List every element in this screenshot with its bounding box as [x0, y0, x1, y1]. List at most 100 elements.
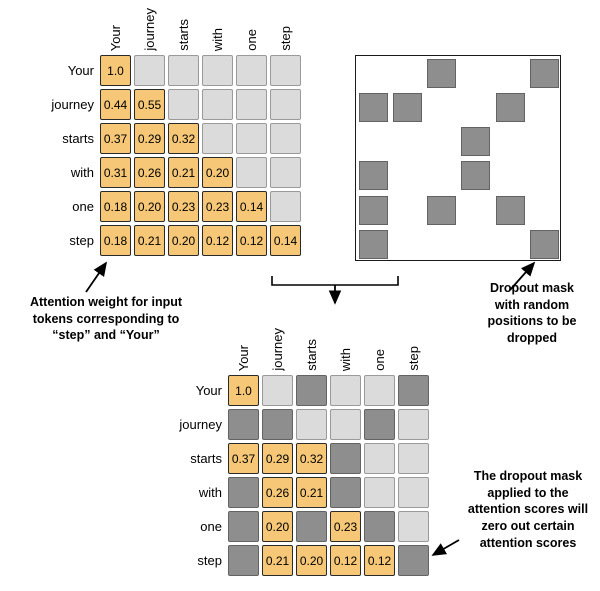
causal-masked-cell	[398, 477, 429, 508]
dropout-square	[358, 230, 388, 260]
column-token-label: journey	[270, 328, 285, 371]
causal-masked-cell	[168, 89, 199, 120]
attention-weight-cell: 0.20	[168, 225, 199, 256]
attention-weight-cell: 0.37	[100, 123, 131, 154]
attention-weight-cell: 0.14	[270, 225, 301, 256]
attention-weight-cell: 0.21	[134, 225, 165, 256]
attention-weight-cell: 0.21	[168, 157, 199, 188]
column-token-label: one	[244, 29, 259, 51]
attention-weight-cell: 0.20	[296, 545, 327, 576]
dropout-square	[427, 58, 457, 88]
row-token-label: step	[69, 233, 94, 248]
causal-masked-cell	[364, 443, 395, 474]
attention-weight-cell: 0.29	[262, 443, 293, 474]
dropped-cell	[228, 511, 259, 542]
dropout-square	[461, 161, 491, 191]
bracket-line	[271, 276, 399, 286]
causal-masked-cell	[364, 477, 395, 508]
attention-weight-cell: 0.12	[330, 545, 361, 576]
attention-weight-cell: 0.31	[100, 157, 131, 188]
dropped-cell	[262, 409, 293, 440]
applied-note-arrow	[431, 539, 460, 556]
dropout-square	[495, 92, 525, 122]
attention-weight-cell: 0.23	[330, 511, 361, 542]
dropout-square	[530, 58, 560, 88]
dropped-cell	[296, 375, 327, 406]
attention-weight-cell: 0.12	[236, 225, 267, 256]
attention-weight-cell: 0.55	[134, 89, 165, 120]
dropout-square	[358, 161, 388, 191]
applied-mask-note: The dropout mask applied to the attentio…	[467, 469, 589, 550]
causal-masked-cell	[270, 191, 301, 222]
causal-masked-cell	[236, 123, 267, 154]
attention-weight-cell: 0.32	[168, 123, 199, 154]
attention-weight-cell: 0.21	[296, 477, 327, 508]
column-token-label: starts	[176, 19, 191, 51]
dropout-square	[392, 92, 422, 122]
attention-weight-cell: 0.21	[262, 545, 293, 576]
attention-weight-cell: 0.44	[100, 89, 131, 120]
attention-weight-cell: 0.23	[202, 191, 233, 222]
attention-weight-cell: 1.0	[228, 375, 259, 406]
attention-weight-cell: 0.12	[364, 545, 395, 576]
row-token-label: journey	[51, 97, 94, 112]
causal-masked-cell	[296, 409, 327, 440]
column-token-label: with	[338, 347, 353, 371]
attention-weight-cell: 0.20	[262, 511, 293, 542]
causal-masked-cell	[202, 89, 233, 120]
attention-weight-cell: 0.18	[100, 225, 131, 256]
dropout-square	[358, 92, 388, 122]
dropout-square	[427, 195, 457, 225]
causal-masked-cell	[270, 55, 301, 86]
dropout-square	[530, 230, 560, 260]
row-token-label: with	[70, 165, 94, 180]
row-token-label: Your	[195, 383, 222, 398]
attention-weight-cell: 0.23	[168, 191, 199, 222]
causal-masked-cell	[270, 89, 301, 120]
row-token-label: one	[72, 199, 94, 214]
row-token-label: step	[197, 553, 222, 568]
dropped-cell	[228, 409, 259, 440]
causal-masked-cell	[168, 55, 199, 86]
causal-masked-cell	[398, 511, 429, 542]
column-token-label: journey	[142, 8, 157, 51]
column-token-label: one	[372, 349, 387, 371]
column-token-label: step	[406, 346, 421, 371]
dropout-square	[495, 195, 525, 225]
causal-masked-cell	[330, 409, 361, 440]
dropped-cell	[296, 511, 327, 542]
column-token-label: with	[210, 27, 225, 51]
causal-masked-cell	[262, 375, 293, 406]
attention-weight-cell: 0.26	[262, 477, 293, 508]
attention-weight-cell: 0.37	[228, 443, 259, 474]
causal-masked-cell	[202, 123, 233, 154]
column-token-label: Your	[236, 344, 251, 371]
row-token-label: journey	[179, 417, 222, 432]
dropped-cell	[398, 375, 429, 406]
attention-weight-cell: 0.12	[202, 225, 233, 256]
causal-masked-cell	[134, 55, 165, 86]
causal-masked-cell	[236, 55, 267, 86]
dropout-mask-note: Dropout mask with random positions to be…	[487, 281, 577, 345]
attention-weight-cell: 0.20	[134, 191, 165, 222]
attention-weight-note: Attention weight for input tokens corres…	[29, 295, 183, 343]
causal-masked-cell	[330, 375, 361, 406]
causal-masked-cell	[398, 409, 429, 440]
causal-masked-cell	[398, 443, 429, 474]
attention-weight-cell: 0.32	[296, 443, 327, 474]
dropout-mask-grid	[355, 55, 561, 261]
row-token-label: Your	[67, 63, 94, 78]
attention-note-arrow	[85, 261, 108, 293]
dropped-cell	[228, 477, 259, 508]
causal-masked-cell	[236, 89, 267, 120]
attention-weight-cell: 1.0	[100, 55, 131, 86]
column-token-label: Your	[108, 24, 123, 51]
dropped-cell	[364, 409, 395, 440]
attention-weight-cell: 0.29	[134, 123, 165, 154]
dropped-cell	[330, 443, 361, 474]
row-token-label: one	[200, 519, 222, 534]
dropped-cell	[330, 477, 361, 508]
row-token-label: starts	[62, 131, 94, 146]
dropped-cell	[398, 545, 429, 576]
